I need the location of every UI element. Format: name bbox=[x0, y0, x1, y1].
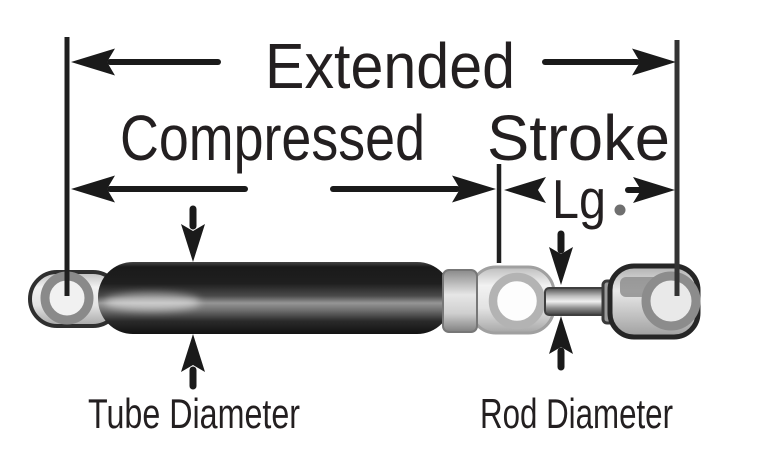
stroke-arrowhead-left bbox=[504, 177, 546, 203]
tube-body bbox=[98, 262, 452, 334]
rod-diameter-arrow-down bbox=[549, 247, 573, 285]
tube-diameter-arrow-up bbox=[181, 334, 205, 372]
rod-diameter-arrow-up bbox=[549, 316, 573, 354]
label-stroke: Stroke bbox=[487, 102, 670, 174]
tube-diameter-arrow-down bbox=[181, 224, 205, 262]
compressed-arrowhead-right bbox=[452, 175, 496, 203]
label-extended: Extended bbox=[265, 30, 515, 102]
compressed-dimension: Compressed bbox=[71, 102, 496, 203]
compressed-arrowhead-left bbox=[71, 175, 115, 203]
stroke-lg-period-dot bbox=[614, 204, 626, 216]
clevis-hole bbox=[488, 272, 546, 330]
label-compressed: Compressed bbox=[120, 102, 425, 174]
rod-guide-collar bbox=[442, 269, 478, 333]
stroke-dimension: Stroke Lg bbox=[487, 102, 675, 230]
extended-dimension: Extended bbox=[71, 30, 676, 102]
gas-spring-illustration bbox=[28, 262, 701, 340]
extended-arrowhead-right bbox=[632, 48, 676, 76]
tube-diameter-callout: Tube Diameter bbox=[88, 205, 300, 437]
tube-highlight bbox=[104, 293, 200, 311]
label-stroke-lg: Lg bbox=[552, 168, 606, 230]
label-rod-diameter: Rod Diameter bbox=[480, 390, 673, 437]
rod-diameter-callout: Rod Diameter bbox=[480, 230, 673, 437]
rod-end-hole bbox=[641, 271, 701, 331]
extended-arrowhead-left bbox=[71, 48, 115, 76]
label-tube-diameter: Tube Diameter bbox=[88, 390, 300, 437]
stroke-arrowhead-right bbox=[633, 177, 675, 203]
